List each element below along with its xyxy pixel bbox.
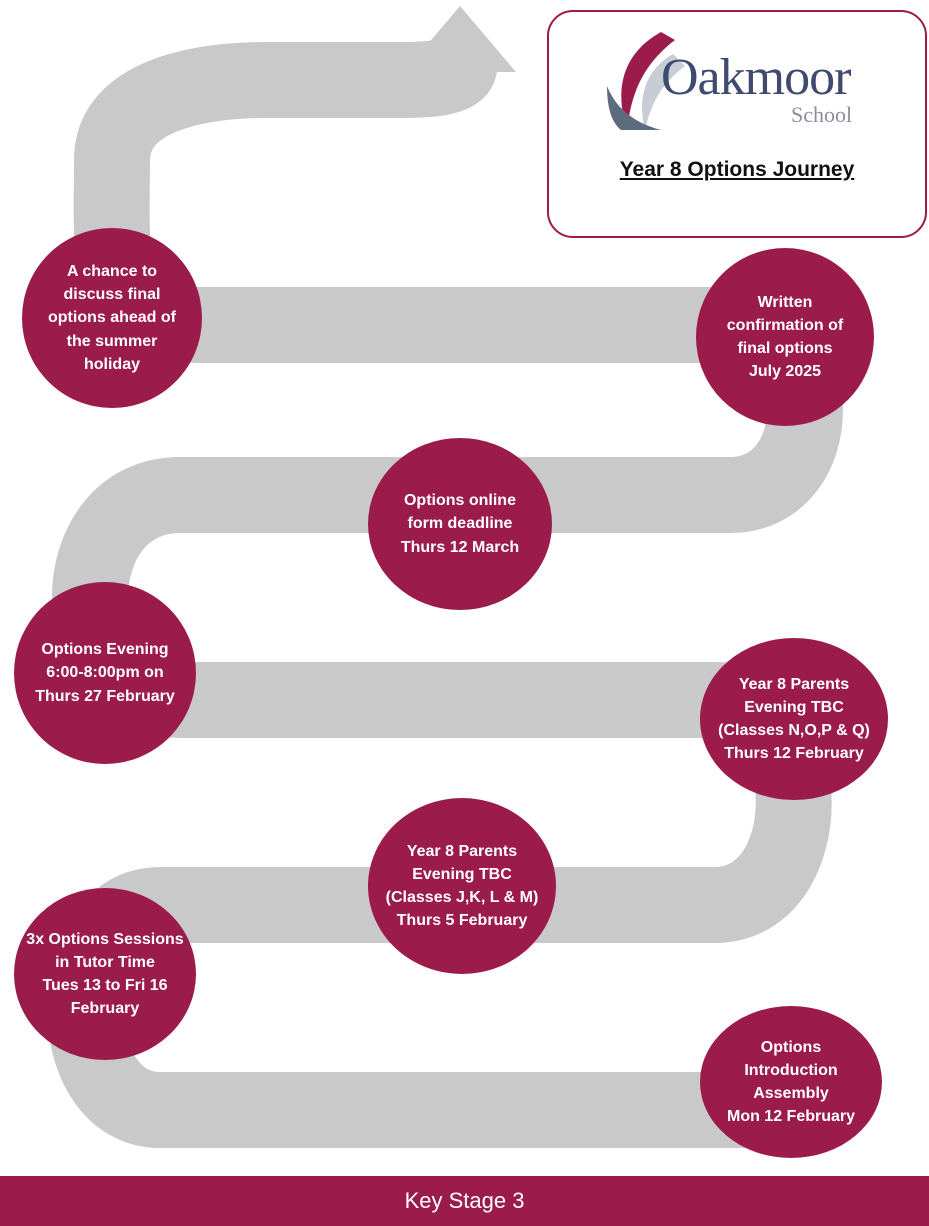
winding-road-path xyxy=(47,38,843,1148)
milestone-line: Introduction xyxy=(744,1061,838,1079)
milestone-line: Year 8 Parents xyxy=(738,675,850,693)
milestone-options-sessions: 3x Options Sessions in Tutor Time Tues 1… xyxy=(14,888,196,1060)
milestone-line: Options online xyxy=(403,492,516,510)
page-title: Year 8 Options Journey xyxy=(619,158,855,181)
road-arrowhead xyxy=(404,6,516,72)
milestone-line: February xyxy=(70,1000,140,1018)
milestone-line: confirmation of xyxy=(726,316,844,334)
milestone-line: Thurs 27 February xyxy=(35,687,175,705)
milestone-options-evening: Options Evening 6:00-8:00pm on Thurs 27 … xyxy=(14,582,196,764)
milestone-line: Mon 12 February xyxy=(726,1108,856,1126)
milestone-options-introduction-assembly: Options Introduction Assembly Mon 12 Feb… xyxy=(700,1006,882,1158)
logo-wordmark: Oakmoor xyxy=(661,49,851,106)
milestone-line: final options xyxy=(737,340,833,357)
milestone-line: July 2025 xyxy=(748,363,822,381)
milestone-line: 6:00-8:00pm on xyxy=(46,664,164,682)
milestone-line: A chance to xyxy=(66,263,158,281)
milestone-line: Written xyxy=(757,293,813,311)
milestone-line: 3x Options Sessions xyxy=(26,930,184,948)
milestone-line: form deadline xyxy=(407,515,513,533)
milestone-line: discuss final xyxy=(63,286,161,304)
footer-label: Key Stage 3 xyxy=(404,1188,525,1213)
milestone-line: Thurs 5 February xyxy=(396,912,528,930)
milestone-line: Thurs 12 February xyxy=(724,745,864,763)
milestone-line: the summer xyxy=(66,332,158,350)
milestone-line: options ahead of xyxy=(48,309,176,327)
milestone-line: in Tutor Time xyxy=(55,953,155,971)
milestone-line: holiday xyxy=(83,355,140,373)
key-stage-footer: Key Stage 3 xyxy=(0,1176,929,1226)
milestone-line: Year 8 Parents xyxy=(406,842,518,860)
logo-subtitle: School xyxy=(791,102,853,127)
oakmoor-logo-swoosh-icon xyxy=(607,32,685,130)
milestone-line: Thurs 12 March xyxy=(400,538,520,556)
milestone-line: Evening TBC xyxy=(412,865,512,883)
school-logo-panel: Oakmoor School Year 8 Options Journey xyxy=(547,10,927,238)
milestone-line: Tues 13 to Fri 16 xyxy=(42,977,168,994)
milestone-online-form-deadline: Options online form deadline Thurs 12 Ma… xyxy=(368,438,552,610)
milestone-line: (Classes J,K, L & M) xyxy=(385,889,539,906)
milestone-line: Options Evening xyxy=(41,641,169,659)
milestone-line: (Classes N,O,P & Q) xyxy=(718,722,870,739)
milestone-parents-evening-jklm: Year 8 Parents Evening TBC (Classes J,K,… xyxy=(368,798,556,974)
milestone-line: Options xyxy=(760,1038,822,1056)
milestone-written-confirmation: Written confirmation of final options Ju… xyxy=(696,248,874,426)
milestone-line: Evening TBC xyxy=(744,698,844,716)
milestone-line: Assembly xyxy=(753,1085,829,1102)
milestone-summer-discussion: A chance to discuss final options ahead … xyxy=(22,228,202,408)
milestone-parents-evening-nopq: Year 8 Parents Evening TBC (Classes N,O,… xyxy=(700,638,888,800)
